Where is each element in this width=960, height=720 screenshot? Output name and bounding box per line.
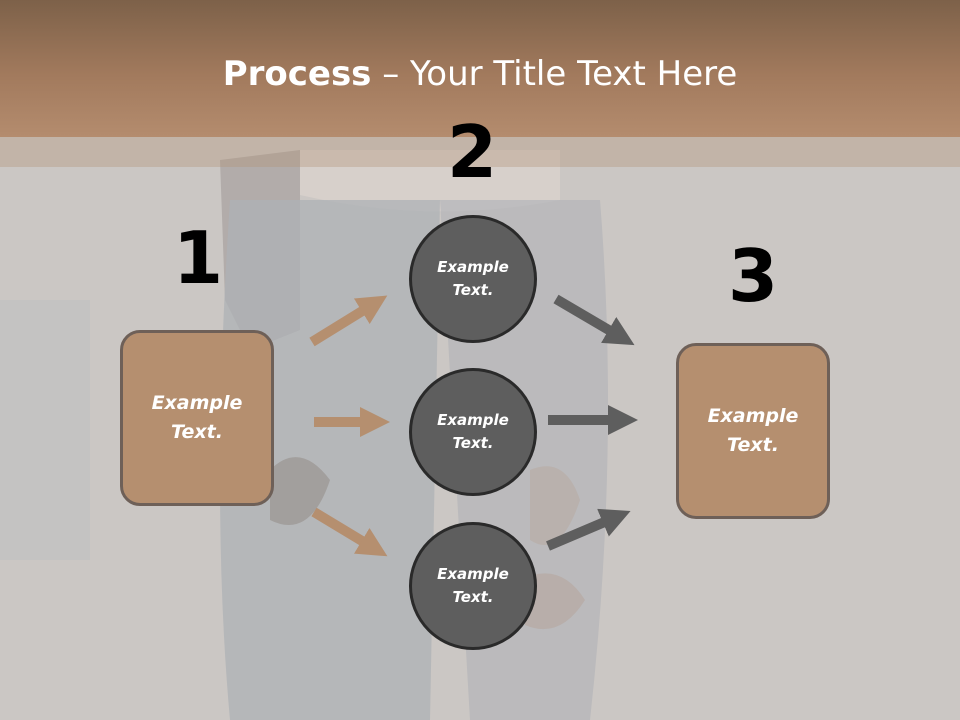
header-band	[0, 0, 960, 137]
step-number-3: 3	[727, 234, 779, 318]
step-number-2: 2	[446, 110, 498, 194]
title-bold: Process	[222, 54, 372, 94]
slide-title: Process – Your Title Text Here	[0, 52, 960, 96]
circle-top-text-line2: Text.	[452, 281, 494, 299]
circle-middle-text-line1: Example	[437, 411, 509, 429]
arrow-1-to-circle-bottom	[311, 507, 388, 557]
circle-middle-text-line2: Text.	[452, 434, 494, 452]
step-2-circle-bottom: Example Text.	[409, 522, 537, 650]
step-3-text-line1: Example	[707, 405, 799, 427]
step-3-box: Example Text.	[676, 343, 830, 519]
circle-bottom-text-line1: Example	[437, 565, 509, 583]
step-number-1: 1	[172, 216, 224, 300]
arrow-circle-top-to-3	[553, 294, 635, 346]
step-3-text-line2: Text.	[727, 434, 779, 456]
arrow-1-to-circle-top	[309, 295, 388, 347]
arrow-circle-bottom-to-3	[546, 508, 631, 551]
circle-bottom-text-line2: Text.	[452, 588, 494, 606]
step-1-text-line2: Text.	[171, 421, 223, 443]
step-2-circle-middle: Example Text.	[409, 368, 537, 496]
step-2-circle-top: Example Text.	[409, 215, 537, 343]
header-strip	[0, 137, 960, 167]
step-1-text-line1: Example	[151, 392, 243, 414]
title-rest: – Your Title Text Here	[371, 54, 738, 94]
circle-top-text-line1: Example	[437, 258, 509, 276]
step-1-box: Example Text.	[120, 330, 274, 506]
